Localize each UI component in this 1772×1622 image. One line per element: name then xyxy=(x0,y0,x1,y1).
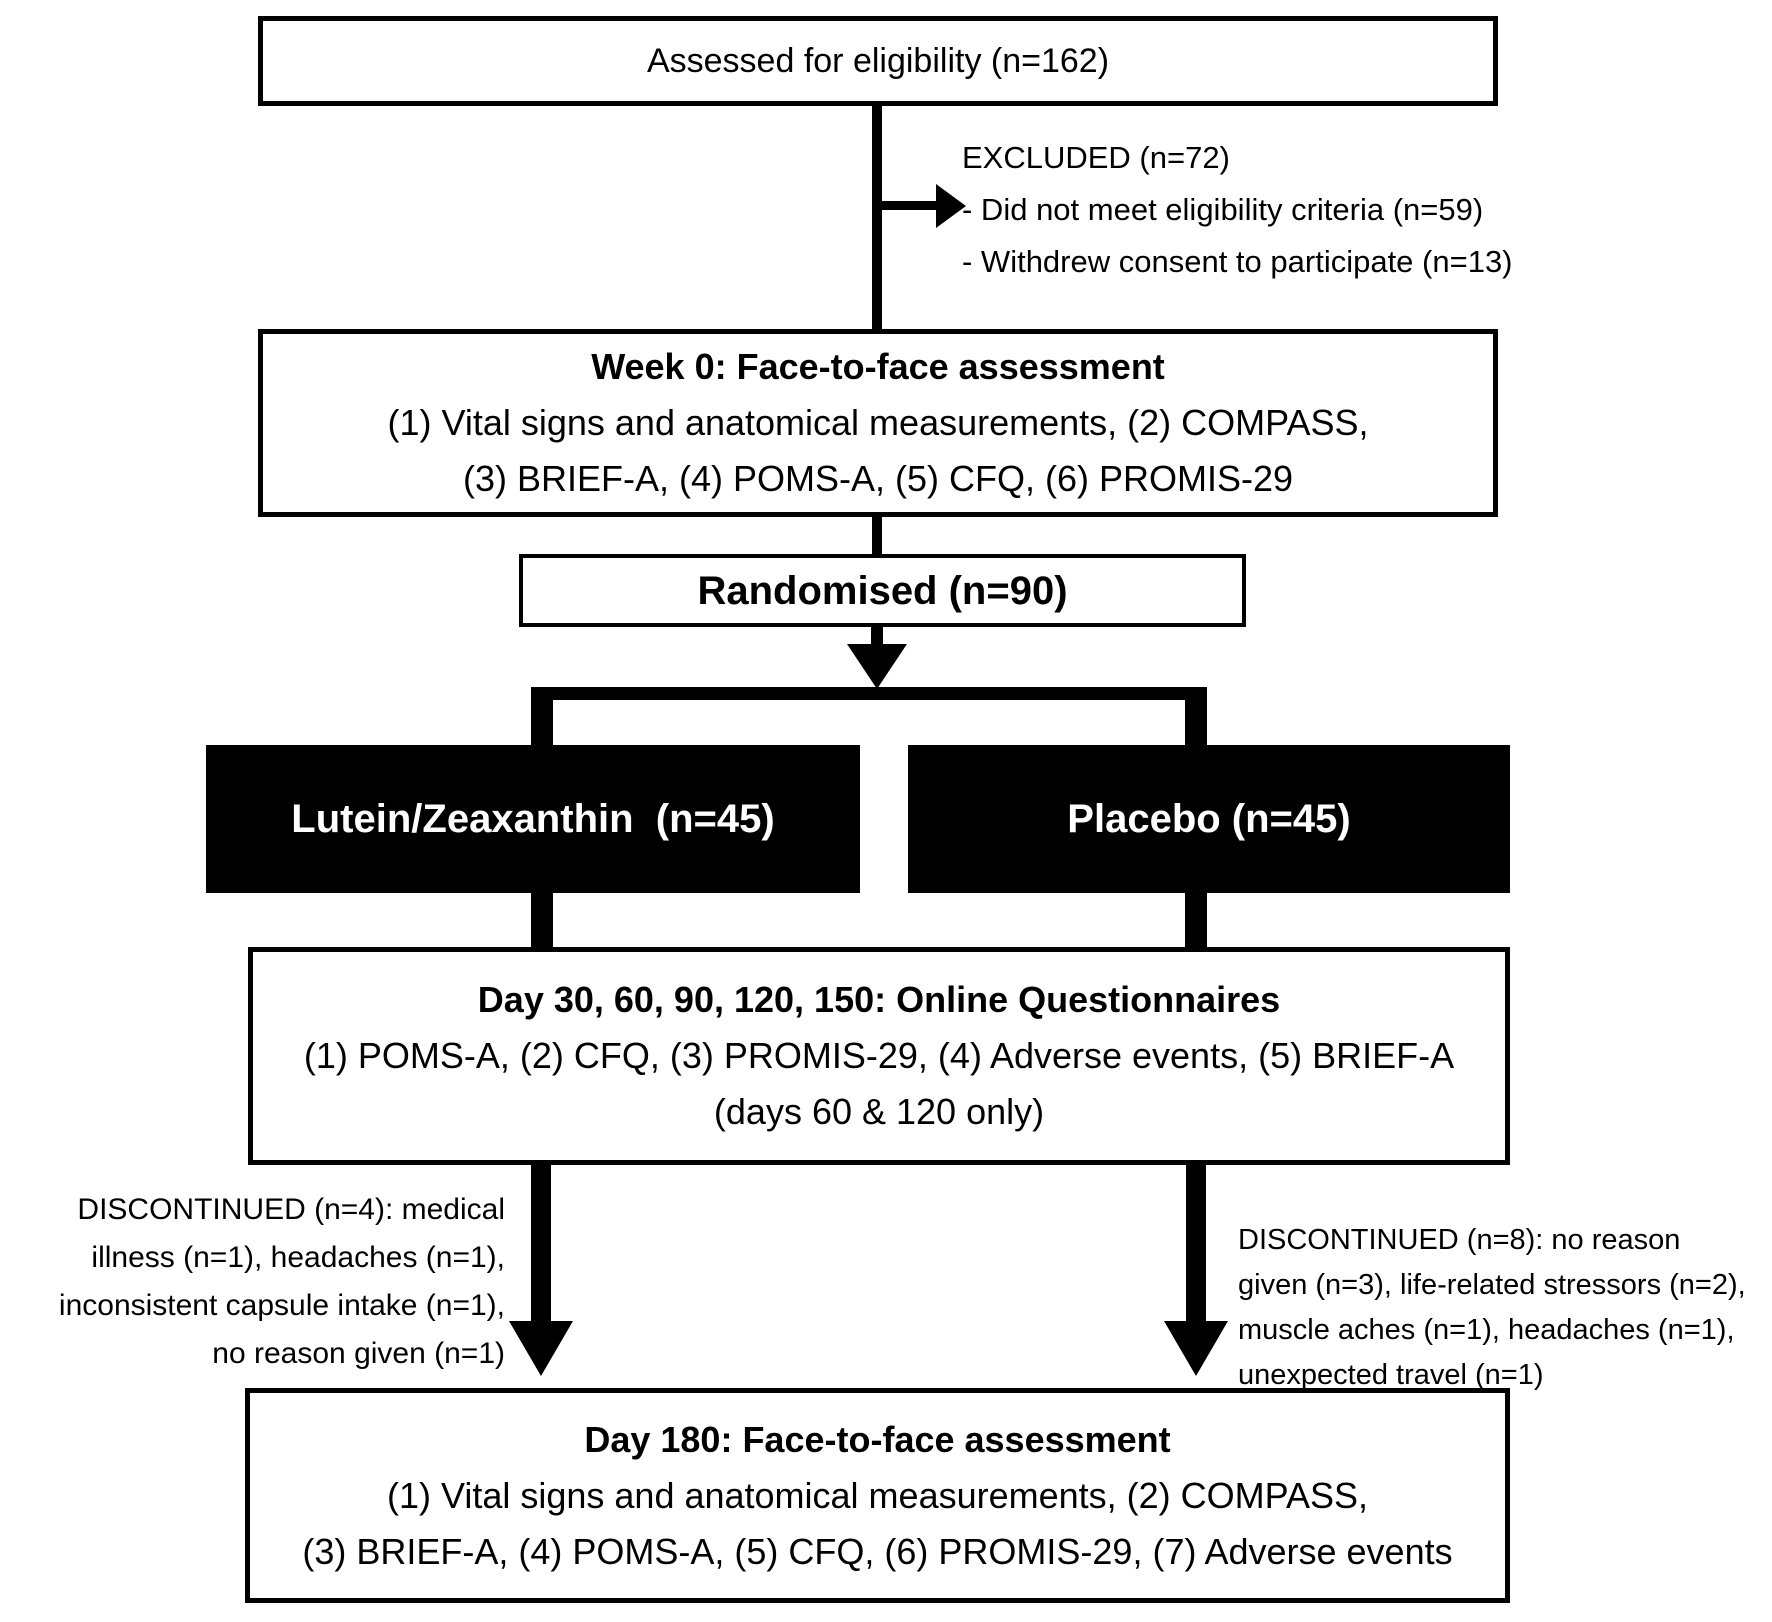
arm-placebo-box: Placebo (n=45) xyxy=(908,745,1510,893)
discontinued-right-line: muscle aches (n=1), headaches (n=1), xyxy=(1238,1314,1735,1346)
split-bar xyxy=(531,687,1207,700)
excluded-arrowhead-icon xyxy=(936,184,966,228)
discontinued-left-line: DISCONTINUED (n=4): medical xyxy=(77,1193,505,1226)
connector-week0-to-randomised xyxy=(872,517,882,554)
excluded-item: - Did not meet eligibility criteria (n=5… xyxy=(962,192,1484,227)
excluded-block: EXCLUDED (n=72) - Did not meet eligibili… xyxy=(962,132,1602,288)
day30-line: (days 60 & 120 only) xyxy=(713,1091,1045,1132)
connector-placebo-to-day30 xyxy=(1185,893,1207,947)
discontinued-left-line: illness (n=1), headaches (n=1), xyxy=(91,1241,505,1274)
randomised-box: Randomised (n=90) xyxy=(519,554,1246,627)
discontinued-right-line: unexpected travel (n=1) xyxy=(1238,1359,1544,1391)
day30-questionnaires-box: Day 30, 60, 90, 120, 150: Online Questio… xyxy=(248,947,1510,1165)
week0-assessment-box: Week 0: Face-to-face assessment (1) Vita… xyxy=(258,329,1498,517)
excluded-item: - Withdrew consent to participate (n=13) xyxy=(962,244,1513,279)
day180-line: (1) Vital signs and anatomical measureme… xyxy=(386,1474,1369,1516)
day180-assessment-box: Day 180: Face-to-face assessment (1) Vit… xyxy=(245,1388,1510,1603)
discontinued-right-arrowhead-icon xyxy=(1164,1321,1228,1376)
connector-randomised-to-split xyxy=(871,627,883,649)
connector-lutein-to-day30 xyxy=(531,893,553,947)
connector-assessed-to-week0 xyxy=(872,106,882,329)
randomised-label: Randomised (n=90) xyxy=(697,568,1068,613)
arm-placebo-label: Placebo (n=45) xyxy=(1067,796,1351,841)
excluded-arrow-shaft xyxy=(877,201,939,210)
discontinued-right-line: given (n=3), life-related stressors (n=2… xyxy=(1238,1269,1746,1301)
day180-title: Day 180: Face-to-face assessment xyxy=(584,1418,1171,1460)
discontinued-left-arrow-shaft xyxy=(531,1165,551,1323)
split-drop-right xyxy=(1185,687,1207,747)
discontinued-left-line: inconsistent capsule intake (n=1), xyxy=(58,1289,505,1322)
week0-title: Week 0: Face-to-face assessment xyxy=(591,346,1165,387)
discontinued-left-arrowhead-icon xyxy=(509,1321,573,1376)
day30-title: Day 30, 60, 90, 120, 150: Online Questio… xyxy=(477,979,1281,1020)
day30-line: (1) POMS-A, (2) CFQ, (3) PROMIS-29, (4) … xyxy=(303,1035,1455,1076)
split-drop-left xyxy=(531,687,553,747)
day180-line: (3) BRIEF-A, (4) POMS-A, (5) CFQ, (6) PR… xyxy=(302,1530,1453,1572)
assessed-eligibility-box: Assessed for eligibility (n=162) xyxy=(258,16,1498,106)
randomised-arrowhead-icon xyxy=(847,644,907,689)
arm-lutein-label: Lutein/Zeaxanthin (n=45) xyxy=(291,796,775,841)
discontinued-left-block: DISCONTINUED (n=4): medical illness (n=1… xyxy=(5,1186,505,1378)
week0-line: (3) BRIEF-A, (4) POMS-A, (5) CFQ, (6) PR… xyxy=(462,458,1294,499)
assessed-eligibility-label: Assessed for eligibility (n=162) xyxy=(646,42,1110,80)
arm-lutein-box: Lutein/Zeaxanthin (n=45) xyxy=(206,745,860,893)
discontinued-right-arrow-shaft xyxy=(1186,1165,1206,1323)
discontinued-right-line: DISCONTINUED (n=8): no reason xyxy=(1238,1224,1681,1256)
week0-line: (1) Vital signs and anatomical measureme… xyxy=(387,402,1369,443)
discontinued-right-block: DISCONTINUED (n=8): no reason given (n=3… xyxy=(1238,1218,1772,1398)
excluded-heading: EXCLUDED (n=72) xyxy=(962,140,1230,175)
discontinued-left-line: no reason given (n=1) xyxy=(212,1337,505,1370)
